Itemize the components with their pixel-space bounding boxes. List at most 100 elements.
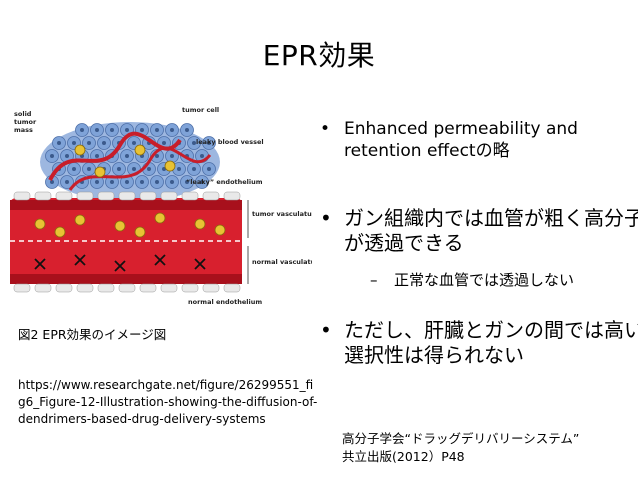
endothelial-cell xyxy=(76,191,94,201)
endothelial-cell xyxy=(202,283,220,293)
endothelial-cell xyxy=(118,283,136,293)
tumor-cell-nucleus xyxy=(132,141,136,145)
drug-particle xyxy=(34,218,46,230)
drug-particle xyxy=(74,214,86,226)
endothelial-cell xyxy=(13,283,31,293)
reference: 高分子学会“ドラッグデリバリーシステム” 共立出版(2012）P48 xyxy=(342,430,632,466)
label-leaky-blood-vessel: leaky blood vessel xyxy=(196,138,264,146)
tumor-cell-nucleus xyxy=(185,128,189,132)
tumor-cell-nucleus xyxy=(110,180,114,184)
drug-particle xyxy=(134,226,146,238)
endothelial-cell xyxy=(34,191,52,201)
bullet-marker: • xyxy=(320,318,332,342)
tumor-cell-nucleus xyxy=(207,141,211,145)
endothelial-cell xyxy=(202,191,220,201)
tumor-cell-nucleus xyxy=(72,141,76,145)
endothelial-cell xyxy=(118,191,136,201)
blocked-particle xyxy=(154,254,166,266)
figure-caption: 図2 EPR効果のイメージ図 xyxy=(18,327,167,342)
reference-line: 高分子学会“ドラッグデリバリーシステム” xyxy=(342,431,580,446)
sub-bullet-text: 正常な血管では透過しない xyxy=(394,271,575,289)
reference-line: 共立出版(2012）P48 xyxy=(342,449,465,464)
tumor-cell-nucleus xyxy=(65,154,69,158)
tumor-cell-nucleus xyxy=(170,128,174,132)
tumor-cell-nucleus xyxy=(147,167,151,171)
drug-particle xyxy=(194,218,206,230)
sub-bullet-marker: – xyxy=(370,271,378,289)
tumor-cell-nucleus xyxy=(207,167,211,171)
tumor-cell-nucleus xyxy=(50,154,54,158)
tumor-cell-nucleus xyxy=(200,180,204,184)
tumor-cell-nucleus xyxy=(50,180,54,184)
tumor-cell-nucleus xyxy=(170,154,174,158)
label-leaky-endothelium: “leaky” endothelium xyxy=(186,178,263,186)
blocked-particle xyxy=(114,260,126,272)
tumor-cell-nucleus xyxy=(140,180,144,184)
tumor-cell-nucleus xyxy=(110,128,114,132)
tumor-cell-nucleus xyxy=(102,141,106,145)
tumor-cell-nucleus xyxy=(95,180,99,184)
tumor-cell-nucleus xyxy=(192,167,196,171)
endothelial-cell xyxy=(181,191,199,201)
drug-particle xyxy=(164,160,176,172)
sub-bullet-item: – 正常な血管では透過しない xyxy=(370,270,638,290)
tumor-cell-nucleus xyxy=(155,180,159,184)
blood-vessel xyxy=(10,198,242,284)
bullet-marker: • xyxy=(320,206,332,230)
bullet-text: ガン組織内では血管が粗く高分子が透過できる xyxy=(344,206,638,255)
bullet-item: • ガン組織内では血管が粗く高分子が透過できる xyxy=(318,206,638,256)
slide-title: EPR効果 xyxy=(262,39,376,72)
tumor-cell-nucleus xyxy=(125,154,129,158)
endothelial-cell xyxy=(160,283,178,293)
endothelial-cell xyxy=(139,191,157,201)
blocked-particle xyxy=(34,258,46,270)
label-normal-vasculature: normal vasculature xyxy=(252,258,312,266)
endothelial-cell xyxy=(160,191,178,201)
tumor-cell-nucleus xyxy=(95,154,99,158)
endothelial-cell xyxy=(13,191,31,201)
tumor-cell-nucleus xyxy=(87,167,91,171)
drug-particle xyxy=(134,144,146,156)
figure-source-url[interactable]: https://www.researchgate.net/figure/2629… xyxy=(18,377,318,428)
drug-particle xyxy=(54,226,66,238)
bullet-text: Enhanced permeability and retention effe… xyxy=(344,119,578,161)
endothelial-cell xyxy=(97,283,115,293)
drug-particle xyxy=(74,144,86,156)
endothelial-cell xyxy=(55,283,73,293)
leaky-vessel-line xyxy=(68,146,212,191)
endothelial-cell xyxy=(76,283,94,293)
drug-particle xyxy=(154,212,166,224)
tumor-cell-nucleus xyxy=(192,141,196,145)
drug-particle xyxy=(214,224,226,236)
bullet-item: • Enhanced permeability and retention ef… xyxy=(318,118,638,162)
endothelial-cell xyxy=(55,191,73,201)
endothelial-cell xyxy=(223,191,241,201)
bullet-marker: • xyxy=(320,119,331,139)
tumor-cell-nucleus xyxy=(177,167,181,171)
endothelial-cell xyxy=(97,191,115,201)
blocked-particle xyxy=(74,254,86,266)
tumor-cell-nucleus xyxy=(185,180,189,184)
tumor-cell-nucleus xyxy=(125,128,129,132)
tumor-cell-nucleus xyxy=(155,128,159,132)
tumor-cell-nucleus xyxy=(95,128,99,132)
tumor-cell-mass xyxy=(40,122,220,202)
endothelial-cell xyxy=(181,283,199,293)
tumor-cell-nucleus xyxy=(132,167,136,171)
endothelial-cell xyxy=(139,283,157,293)
tumor-cell-nucleus xyxy=(170,180,174,184)
label-tumor-vasculature: tumor vasculature xyxy=(252,210,312,218)
tumor-cell-nucleus xyxy=(57,141,61,145)
tumor-cell-nucleus xyxy=(162,141,166,145)
tumor-cell-nucleus xyxy=(65,180,69,184)
tumor-cell-nucleus xyxy=(87,141,91,145)
tumor-cell-nucleus xyxy=(125,180,129,184)
label-normal-endothelium: normal endothelium xyxy=(188,298,262,306)
tumor-cell-nucleus xyxy=(72,167,76,171)
tumor-cell-nucleus xyxy=(140,128,144,132)
label-tumor-cell: tumor cell xyxy=(182,106,219,114)
tumor-cell-nucleus xyxy=(200,154,204,158)
